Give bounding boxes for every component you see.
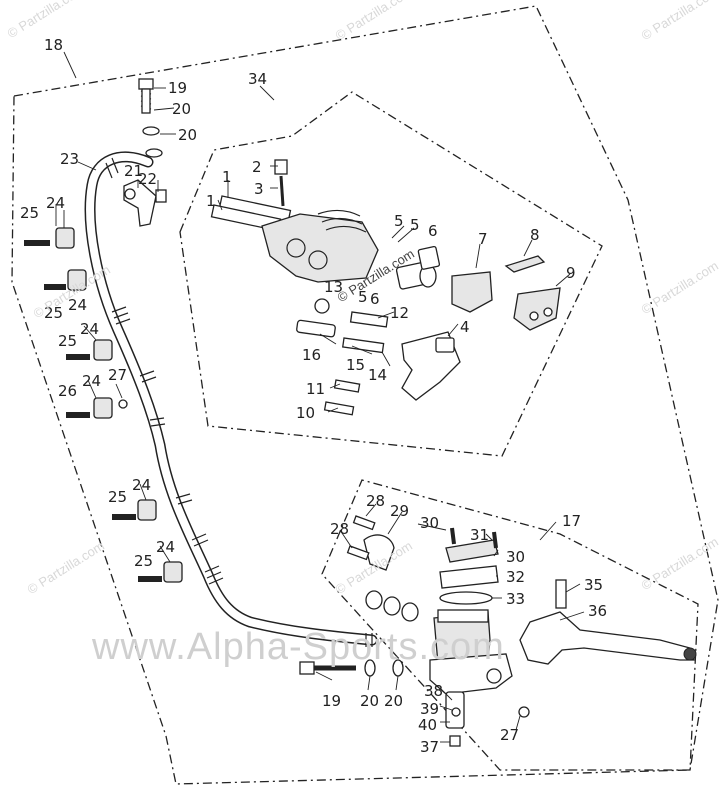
callout-5: 5 bbox=[358, 288, 368, 306]
callout-34: 34 bbox=[248, 70, 267, 88]
callout-14: 14 bbox=[368, 366, 387, 384]
master-cylinder bbox=[299, 515, 697, 747]
brake-caliper bbox=[210, 159, 561, 416]
callout-25: 25 bbox=[44, 304, 63, 322]
callout-12: 12 bbox=[390, 304, 409, 322]
callout-19: 19 bbox=[168, 79, 187, 97]
callout-13: 13 bbox=[324, 278, 343, 296]
caliper-assembly-boundary-34 bbox=[179, 91, 603, 457]
callout-9: 9 bbox=[566, 264, 576, 282]
callout-35: 35 bbox=[584, 576, 603, 594]
callout-25: 25 bbox=[20, 204, 39, 222]
watermark-alpha-sports: www.Alpha-Sports.com bbox=[92, 626, 505, 668]
callout-3: 3 bbox=[254, 180, 264, 198]
callout-25: 25 bbox=[108, 488, 127, 506]
callout-23: 23 bbox=[60, 150, 79, 168]
callout-17: 17 bbox=[562, 512, 581, 530]
callout-25: 25 bbox=[134, 552, 153, 570]
callout-4: 4 bbox=[460, 318, 470, 336]
callout-38: 38 bbox=[424, 682, 443, 700]
callout-37: 37 bbox=[420, 738, 439, 756]
upper-banjo-bolt bbox=[123, 78, 167, 227]
callout-24: 24 bbox=[156, 538, 175, 556]
callout-24: 24 bbox=[132, 476, 151, 494]
callout-26: 26 bbox=[58, 382, 77, 400]
callout-30: 30 bbox=[506, 548, 525, 566]
callout-5: 5 bbox=[394, 212, 404, 230]
callout-20: 20 bbox=[172, 100, 191, 118]
callout-24: 24 bbox=[68, 296, 87, 314]
callout-32: 32 bbox=[506, 568, 525, 586]
callout-15: 15 bbox=[346, 356, 365, 374]
callout-20: 20 bbox=[360, 692, 379, 710]
callout-11: 11 bbox=[306, 380, 325, 398]
callout-labels: 18 19 20 20 23 21 22 24 25 25 24 25 24 2… bbox=[20, 36, 607, 756]
callout-25: 25 bbox=[58, 332, 77, 350]
brake-hose bbox=[84, 151, 378, 647]
callout-18: 18 bbox=[44, 36, 63, 54]
callout-24: 24 bbox=[80, 320, 99, 338]
callout-31: 31 bbox=[470, 526, 489, 544]
callout-16: 16 bbox=[302, 346, 321, 364]
callout-1: 1 bbox=[206, 192, 216, 210]
callout-39: 39 bbox=[420, 700, 439, 718]
callout-7: 7 bbox=[478, 230, 488, 248]
hose-clamps bbox=[24, 227, 183, 583]
callout-28: 28 bbox=[366, 492, 385, 510]
callout-21: 21 bbox=[124, 162, 143, 180]
callout-1: 1 bbox=[222, 168, 232, 186]
callout-6: 6 bbox=[428, 222, 438, 240]
callout-36: 36 bbox=[588, 602, 607, 620]
callout-33: 33 bbox=[506, 590, 525, 608]
callout-20: 20 bbox=[384, 692, 403, 710]
callout-2: 2 bbox=[252, 158, 262, 176]
callout-24: 24 bbox=[82, 372, 101, 390]
callout-10: 10 bbox=[296, 404, 315, 422]
callout-27: 27 bbox=[108, 366, 127, 384]
callout-8: 8 bbox=[530, 226, 540, 244]
callout-19: 19 bbox=[322, 692, 341, 710]
callout-30: 30 bbox=[420, 514, 439, 532]
callout-22: 22 bbox=[138, 170, 157, 188]
callout-20: 20 bbox=[178, 126, 197, 144]
callout-28: 28 bbox=[330, 520, 349, 538]
leader-lines bbox=[55, 51, 585, 743]
callout-40: 40 bbox=[418, 716, 437, 734]
callout-29: 29 bbox=[390, 502, 409, 520]
callout-27: 27 bbox=[500, 726, 519, 744]
callout-5: 5 bbox=[410, 216, 420, 234]
assembly-boundary-18 bbox=[11, 5, 719, 785]
master-cylinder-boundary-17 bbox=[321, 479, 699, 771]
callout-24: 24 bbox=[46, 194, 65, 212]
callout-6: 6 bbox=[370, 290, 380, 308]
